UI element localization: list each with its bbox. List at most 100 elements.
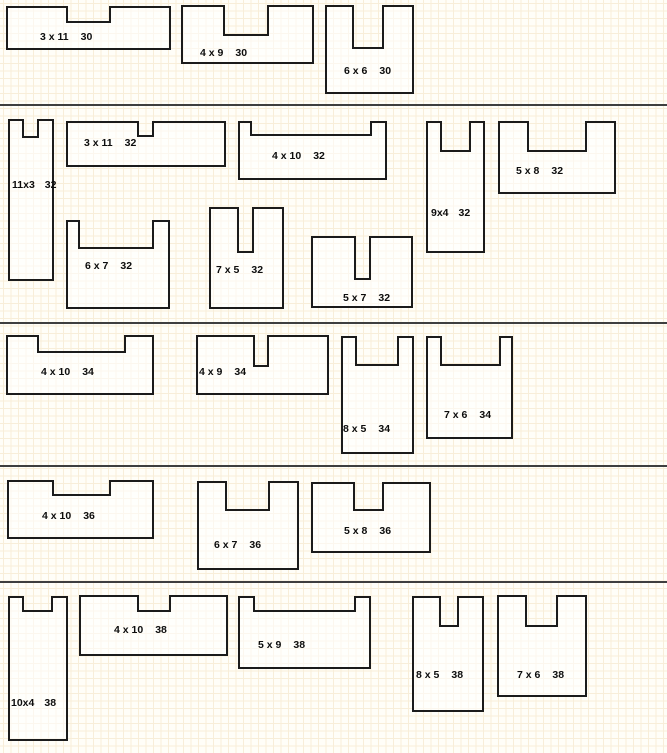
- shape-outline-11x3-32: [8, 119, 54, 281]
- section-divider: [0, 322, 667, 324]
- shape-perimeter-text: 34: [234, 366, 247, 378]
- shape-perimeter-text: 36: [83, 510, 95, 522]
- shape-label-7x6-34: 7 x 6 34: [444, 410, 491, 421]
- shape-outline-4x10-32: [238, 121, 387, 180]
- shape-outline-4x10-38: [79, 595, 228, 656]
- shape-dimensions-text: 4 x 9: [200, 47, 224, 59]
- shape-dimensions-text: 7 x 5: [216, 264, 240, 276]
- shape-outline-5x8-36: [311, 482, 431, 553]
- shape-perimeter-text: 32: [458, 207, 471, 219]
- shape-perimeter-text: 32: [313, 150, 325, 162]
- notched-rectangle-9x4-32: [426, 121, 485, 253]
- shape-dimensions-text: 4 x 10: [42, 510, 72, 522]
- shape-perimeter-text: 30: [379, 65, 392, 77]
- notched-rectangle-5x8-36: [311, 482, 431, 553]
- shape-perimeter-text: 38: [293, 639, 306, 651]
- notched-rectangle-4x10-34: [6, 335, 154, 395]
- shape-perimeter-text: 32: [44, 179, 57, 191]
- notched-rectangle-6x7-32: [66, 220, 170, 309]
- notched-rectangle-5x9-38: [238, 596, 371, 669]
- notched-rectangle-7x6-34: [426, 336, 513, 439]
- shape-dimensions-text: 6 x 7: [85, 260, 109, 272]
- shape-outline-10x4-38: [8, 596, 68, 741]
- shape-dimensions-text: 4 x 9: [199, 366, 223, 378]
- shape-dimensions-text: 8 x 5: [343, 423, 367, 435]
- notched-rectangle-7x5-32: [209, 207, 284, 309]
- shape-perimeter-text: 38: [451, 669, 464, 681]
- notched-rectangle-6x6-30: [325, 5, 414, 94]
- notched-rectangle-4x9-34: [196, 335, 329, 395]
- notched-rectangle-4x10-36: [7, 480, 154, 539]
- shape-dimensions-text: 5 x 9: [258, 639, 282, 651]
- shape-dimensions-text: 7 x 6: [444, 409, 468, 421]
- shape-perimeter-text: 36: [249, 539, 262, 551]
- notched-rectangle-4x10-38: [79, 595, 228, 656]
- shape-label-4x10-38: 4 x 10 38: [114, 625, 167, 636]
- shape-outline-5x9-38: [238, 596, 371, 669]
- shape-label-8x5-34: 8 x 5 34: [343, 424, 390, 435]
- shape-perimeter-text: 36: [379, 525, 392, 537]
- shape-label-7x5-32: 7 x 5 32: [216, 265, 263, 276]
- shape-outline-3x11-30: [6, 6, 171, 50]
- shape-dimensions-text: 5 x 8: [344, 525, 368, 537]
- shape-dimensions-text: 11x3: [12, 179, 35, 191]
- shape-outline-3x11-32: [66, 121, 226, 167]
- shape-perimeter-text: 38: [552, 669, 565, 681]
- shape-outline-4x10-34: [6, 335, 154, 395]
- shape-outline-5x7-32: [311, 236, 413, 308]
- shape-perimeter-text: 30: [235, 47, 248, 59]
- section-divider: [0, 581, 667, 583]
- shape-dimensions-text: 7 x 6: [517, 669, 541, 681]
- notched-rectangle-8x5-34: [341, 336, 414, 454]
- section-divider: [0, 465, 667, 467]
- shape-dimensions-text: 3 x 11: [40, 31, 69, 43]
- notched-rectangle-6x7-36: [197, 481, 299, 570]
- shape-perimeter-text: 38: [44, 697, 57, 709]
- notched-rectangle-3x11-32: [66, 121, 226, 167]
- shape-outline-4x9-30: [181, 5, 314, 64]
- shape-outline-7x6-34: [426, 336, 513, 439]
- shape-outline-7x6-38: [497, 595, 587, 697]
- shape-outline-8x5-34: [341, 336, 414, 454]
- shape-outline-5x8-32: [498, 121, 616, 194]
- shape-dimensions-text: 4 x 10: [114, 624, 144, 636]
- notched-rectangle-4x10-32: [238, 121, 387, 180]
- shape-outline-6x6-30: [325, 5, 414, 94]
- shape-label-8x5-38: 8 x 5 38: [416, 670, 463, 681]
- shape-outline-6x7-32: [66, 220, 170, 309]
- notched-rectangle-5x8-32: [498, 121, 616, 194]
- shape-perimeter-text: 32: [551, 165, 564, 177]
- notched-rectangle-5x7-32: [311, 236, 413, 308]
- notched-rectangle-7x6-38: [497, 595, 587, 697]
- shape-label-4x9-34: 4 x 9 34: [199, 367, 246, 378]
- shape-dimensions-text: 8 x 5: [416, 669, 440, 681]
- shape-outline-8x5-38: [412, 596, 484, 712]
- notched-rectangle-3x11-30: [6, 6, 171, 50]
- shape-label-4x10-32: 4 x 10 32: [272, 151, 325, 162]
- notched-rectangle-4x9-30: [181, 5, 314, 64]
- shape-perimeter-text: 32: [120, 260, 133, 272]
- shape-perimeter-text: 34: [82, 366, 94, 378]
- shape-perimeter-text: 38: [155, 624, 167, 636]
- shape-perimeter-text: 34: [378, 423, 391, 435]
- shape-outline-4x9-34: [196, 335, 329, 395]
- shape-perimeter-text: 32: [251, 264, 264, 276]
- shape-perimeter-text: 34: [479, 409, 492, 421]
- shape-outline-6x7-36: [197, 481, 299, 570]
- notched-rectangle-11x3-32: [8, 119, 54, 281]
- shape-outline-4x10-36: [7, 480, 154, 539]
- shape-label-4x10-34: 4 x 10 34: [41, 367, 94, 378]
- shape-outline-9x4-32: [426, 121, 485, 253]
- shape-label-11x3-32: 11x3 32: [12, 180, 56, 191]
- shape-dimensions-text: 4 x 10: [41, 366, 71, 378]
- shape-label-4x9-30: 4 x 9 30: [200, 48, 247, 59]
- shape-dimensions-text: 4 x 10: [272, 150, 302, 162]
- shape-outline-7x5-32: [209, 207, 284, 309]
